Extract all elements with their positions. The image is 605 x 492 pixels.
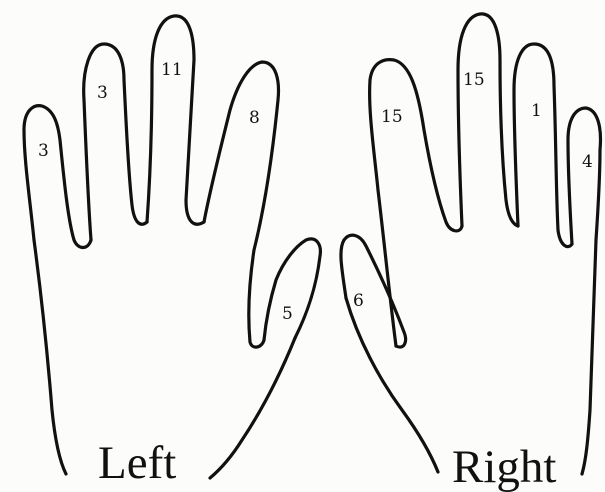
- right-middle-count: 15: [463, 70, 485, 90]
- right-thumb: [341, 235, 406, 347]
- right-index-finger: [370, 60, 462, 346]
- right-ring-count: 1: [531, 101, 542, 121]
- left-little-count: 3: [38, 141, 49, 161]
- left-ring-finger: [84, 44, 147, 240]
- left-ring-count: 3: [97, 83, 108, 103]
- right-ring-finger: [514, 44, 572, 247]
- left-middle-count: 11: [161, 60, 183, 80]
- left-index-count: 8: [249, 108, 260, 128]
- right-index-count: 15: [381, 107, 403, 127]
- right-hand-label: Right: [452, 441, 556, 492]
- left-hand-label: Left: [98, 437, 176, 489]
- left-little-finger: [24, 106, 91, 248]
- left-index-finger: [204, 62, 278, 347]
- right-thumb-count: 6: [353, 291, 364, 311]
- right-middle-finger: [458, 14, 518, 226]
- right-palm-outer-edge: [582, 240, 596, 474]
- left-thumb-count: 5: [282, 304, 293, 324]
- right-little-finger: [568, 108, 600, 244]
- right-hand: 6 15 15 1 4 Right: [341, 14, 601, 492]
- left-middle-finger: [147, 16, 204, 224]
- left-palm-inner-edge: [210, 338, 295, 478]
- right-little-count: 4: [582, 152, 593, 172]
- left-thumb: [264, 239, 320, 340]
- left-palm-outer-edge: [34, 240, 66, 474]
- left-hand: 3 3 11 8 5 Left: [24, 16, 320, 489]
